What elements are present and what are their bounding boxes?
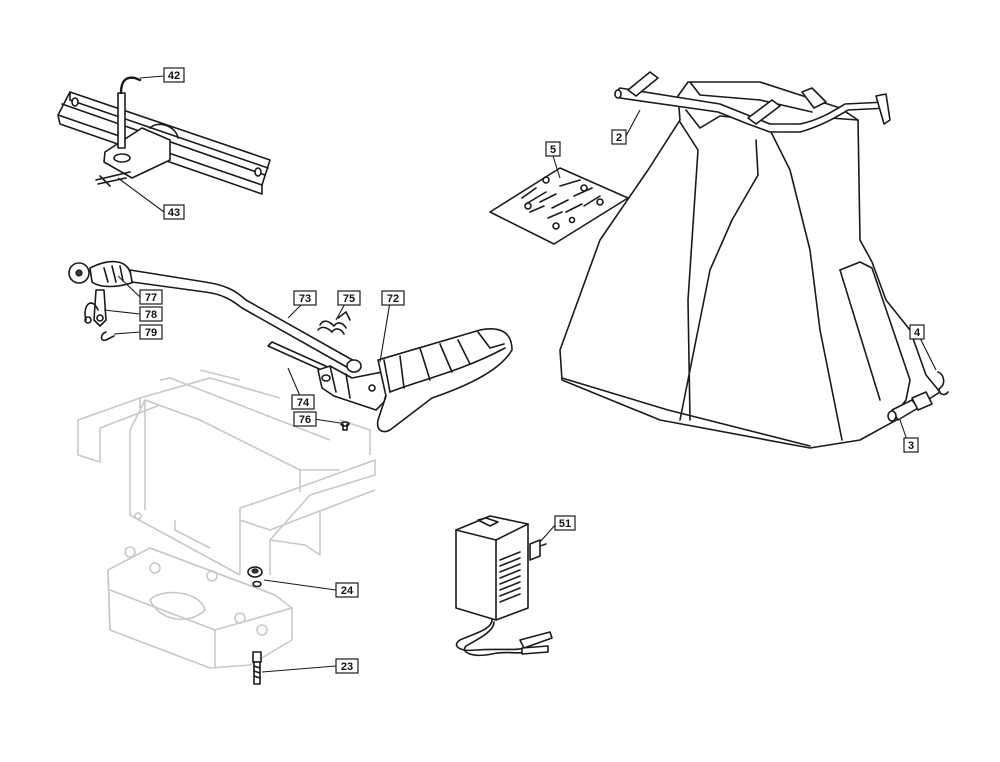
- nut-part-24: [247, 566, 263, 588]
- callout-2: 2: [611, 129, 627, 145]
- callout-73: 73: [293, 290, 317, 306]
- tow-hitch-bracket: [57, 76, 271, 195]
- callout-72: 72: [381, 290, 405, 306]
- grass-catcher-bag: [559, 81, 941, 449]
- callout-51-label: 51: [559, 518, 571, 530]
- callout-72-label: 72: [387, 293, 399, 305]
- callout-76-label: 76: [299, 414, 311, 426]
- callout-78: 78: [139, 306, 163, 322]
- callout-23-label: 23: [341, 661, 353, 673]
- callout-74-label: 74: [297, 397, 310, 409]
- callout-75-label: 75: [343, 293, 355, 305]
- callout-78-label: 78: [145, 309, 157, 321]
- bolt-part-23: [252, 651, 262, 685]
- callout-77: 77: [139, 289, 163, 305]
- pin-and-clip-parts: [84, 289, 115, 342]
- callout-4: 4: [909, 324, 925, 340]
- callout-75: 75: [337, 290, 361, 306]
- chassis-frame-outline: [77, 369, 376, 576]
- callout-79: 79: [139, 324, 163, 340]
- battery-tray-outline: [107, 546, 293, 669]
- callout-24-label: 24: [341, 585, 354, 597]
- callout-42: 42: [163, 67, 185, 83]
- leader-lines: [103, 75, 937, 673]
- callout-73-label: 73: [299, 293, 311, 305]
- callout-76: 76: [293, 411, 317, 427]
- lever-handle-assembly: [68, 260, 513, 433]
- callout-43-label: 43: [168, 207, 180, 219]
- callout-3: 3: [903, 437, 919, 453]
- callout-77-label: 77: [145, 292, 157, 304]
- callout-3-label: 3: [908, 440, 914, 452]
- callout-5-label: 5: [550, 144, 556, 156]
- hardware-kit-bag-part-5: [489, 167, 629, 245]
- callout-43: 43: [163, 204, 185, 220]
- callout-23: 23: [335, 658, 359, 674]
- callout-24: 24: [335, 582, 359, 598]
- callout-2-label: 2: [616, 132, 622, 144]
- callout-51: 51: [554, 515, 576, 531]
- callout-79-label: 79: [145, 327, 157, 339]
- callout-4-label: 4: [914, 327, 921, 339]
- bag-pin-and-clip-parts: [887, 371, 949, 422]
- callout-42-label: 42: [168, 70, 180, 82]
- battery-charger-part-51: [455, 515, 553, 657]
- callout-74: 74: [291, 394, 315, 410]
- bag-frame-rod-part-2: [614, 71, 891, 133]
- callout-5: 5: [545, 141, 561, 157]
